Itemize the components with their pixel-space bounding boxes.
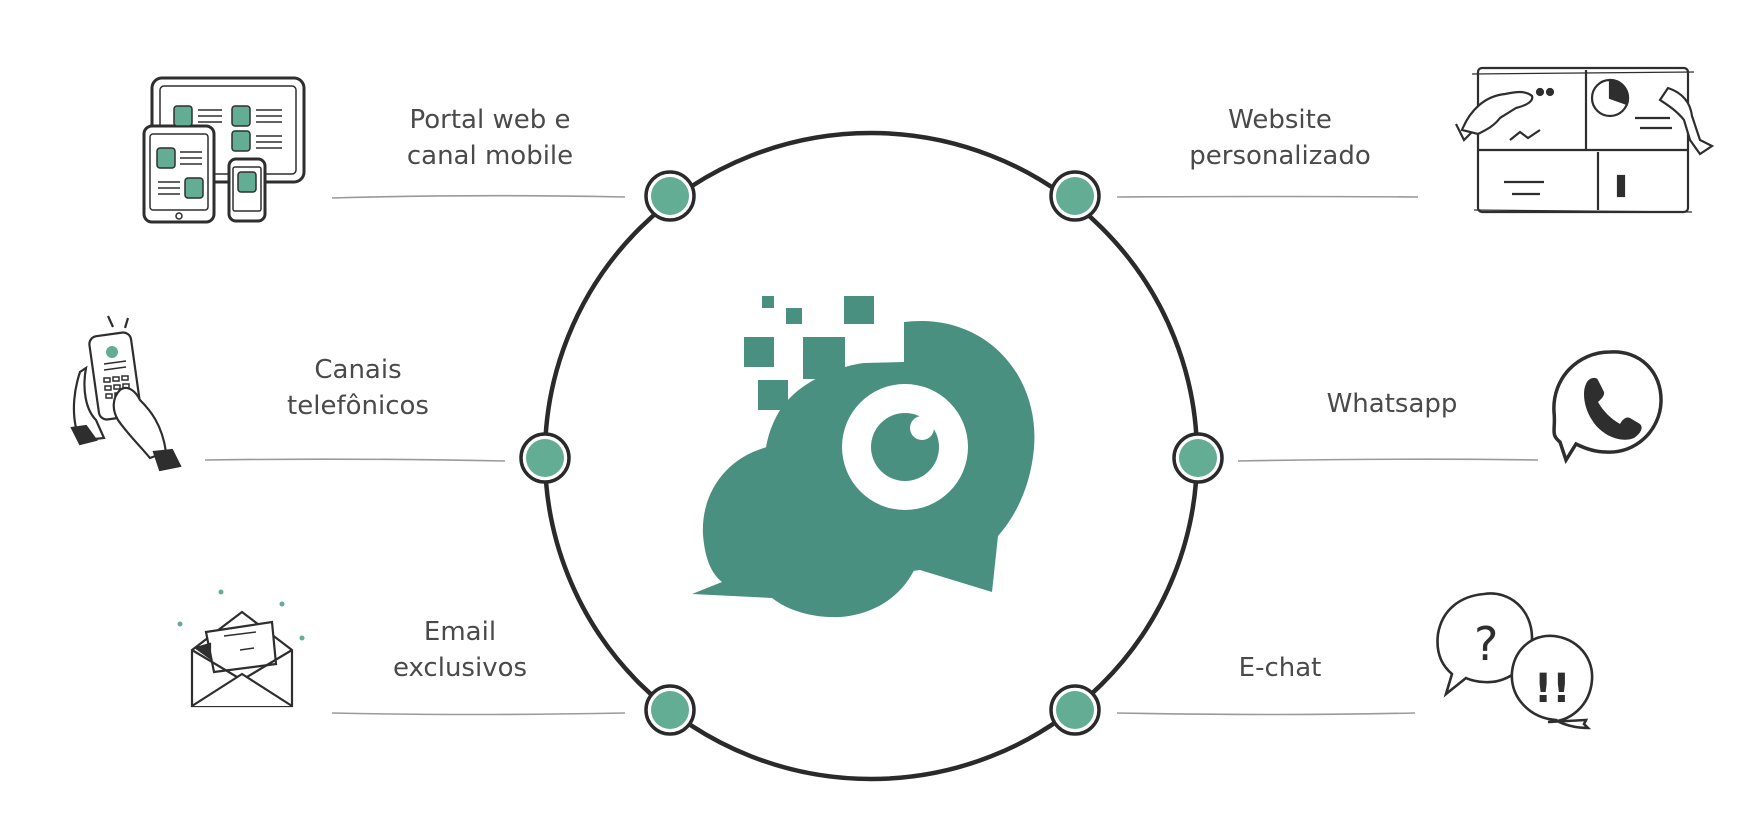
svg-text:!!: !! — [1534, 666, 1570, 712]
svg-text:?: ? — [1474, 617, 1498, 671]
node-email — [644, 684, 696, 736]
chat-bubbles-eye-logo-icon — [692, 296, 1035, 618]
channel-label-line: Website — [1228, 105, 1332, 135]
channel-label-email: Email exclusivos — [350, 614, 570, 686]
connector-lines — [204, 194, 1539, 716]
channel-label-line: Canais — [314, 355, 402, 385]
channel-label-whatsapp: Whatsapp — [1282, 386, 1502, 422]
question-exclamation-bubbles-icon: ? !! — [1436, 592, 1594, 730]
channel-label-line: exclusivos — [392, 653, 528, 683]
node-portal — [644, 170, 696, 222]
connector-canais — [204, 458, 506, 462]
channel-label-line: Portal web e — [409, 105, 571, 135]
open-envelope-icon — [177, 589, 305, 708]
node-whatsapp — [1172, 432, 1224, 484]
dashboard-board-icon — [1455, 66, 1715, 214]
connector-website — [1116, 195, 1419, 198]
channel-label-line: E-chat — [1238, 653, 1322, 683]
channel-label-canais: Canais telefônicos — [248, 352, 468, 424]
connector-echat — [1116, 712, 1416, 716]
node-canais — [519, 432, 571, 484]
whatsapp-phone-bubble-icon — [1552, 350, 1663, 465]
channel-label-line: Email — [423, 617, 497, 647]
connector-portal — [331, 194, 626, 199]
channel-label-portal: Portal web e canal mobile — [380, 102, 600, 174]
ring-nodes — [519, 170, 1224, 736]
channel-label-line: canal mobile — [406, 141, 574, 171]
phone-in-hand-icon — [70, 315, 182, 472]
channel-label-line: Whatsapp — [1326, 389, 1458, 419]
node-echat — [1049, 684, 1101, 736]
devices-icon — [142, 76, 306, 224]
channel-label-echat: E-chat — [1170, 650, 1390, 686]
node-website — [1049, 170, 1101, 222]
connector-email — [331, 712, 626, 716]
connector-whatsapp — [1237, 458, 1539, 462]
channel-label-line: personalizado — [1189, 141, 1371, 171]
channel-label-website: Website personalizado — [1170, 102, 1390, 174]
channel-label-line: telefônicos — [287, 391, 429, 421]
